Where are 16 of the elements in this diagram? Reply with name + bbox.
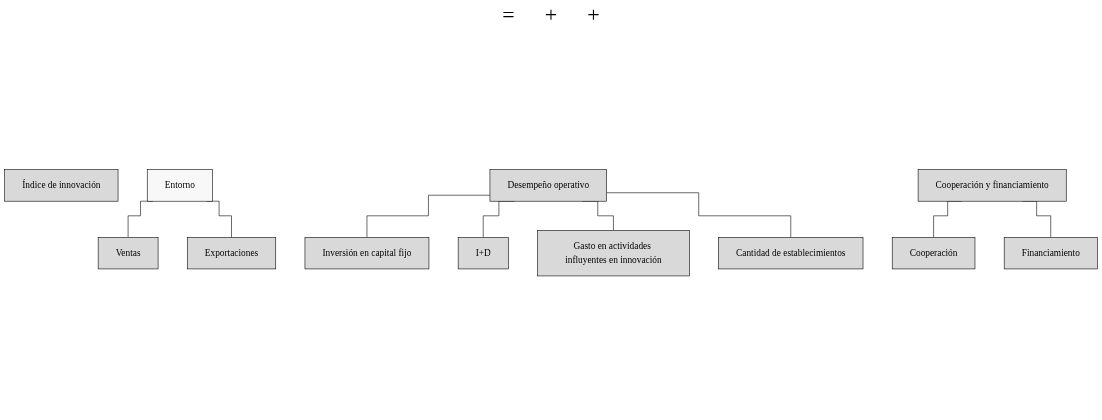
connector: [606, 192, 792, 238]
operator-sign: =: [502, 2, 515, 28]
node-box: Inversión en capital fijo: [304, 236, 430, 269]
node-box: Ventas: [97, 236, 159, 269]
node-box: Gasto en actividades influyentes en innovación: [537, 229, 690, 276]
node-box: Desempeño operativo: [489, 169, 607, 202]
node-box: Exportaciones: [187, 236, 277, 269]
node-box: Cooperación: [891, 236, 976, 269]
node-box: Entorno: [146, 169, 213, 202]
node-box: I+D: [457, 236, 509, 269]
node-box: Cantidad de establecimientos: [718, 236, 864, 269]
node-box: Cooperación y financiamiento: [917, 169, 1067, 202]
node-box: Índice de innovación: [4, 169, 119, 202]
operator-sign: +: [587, 2, 600, 28]
operator-sign: +: [544, 2, 558, 28]
node-box: Financiamiento: [1003, 236, 1098, 269]
